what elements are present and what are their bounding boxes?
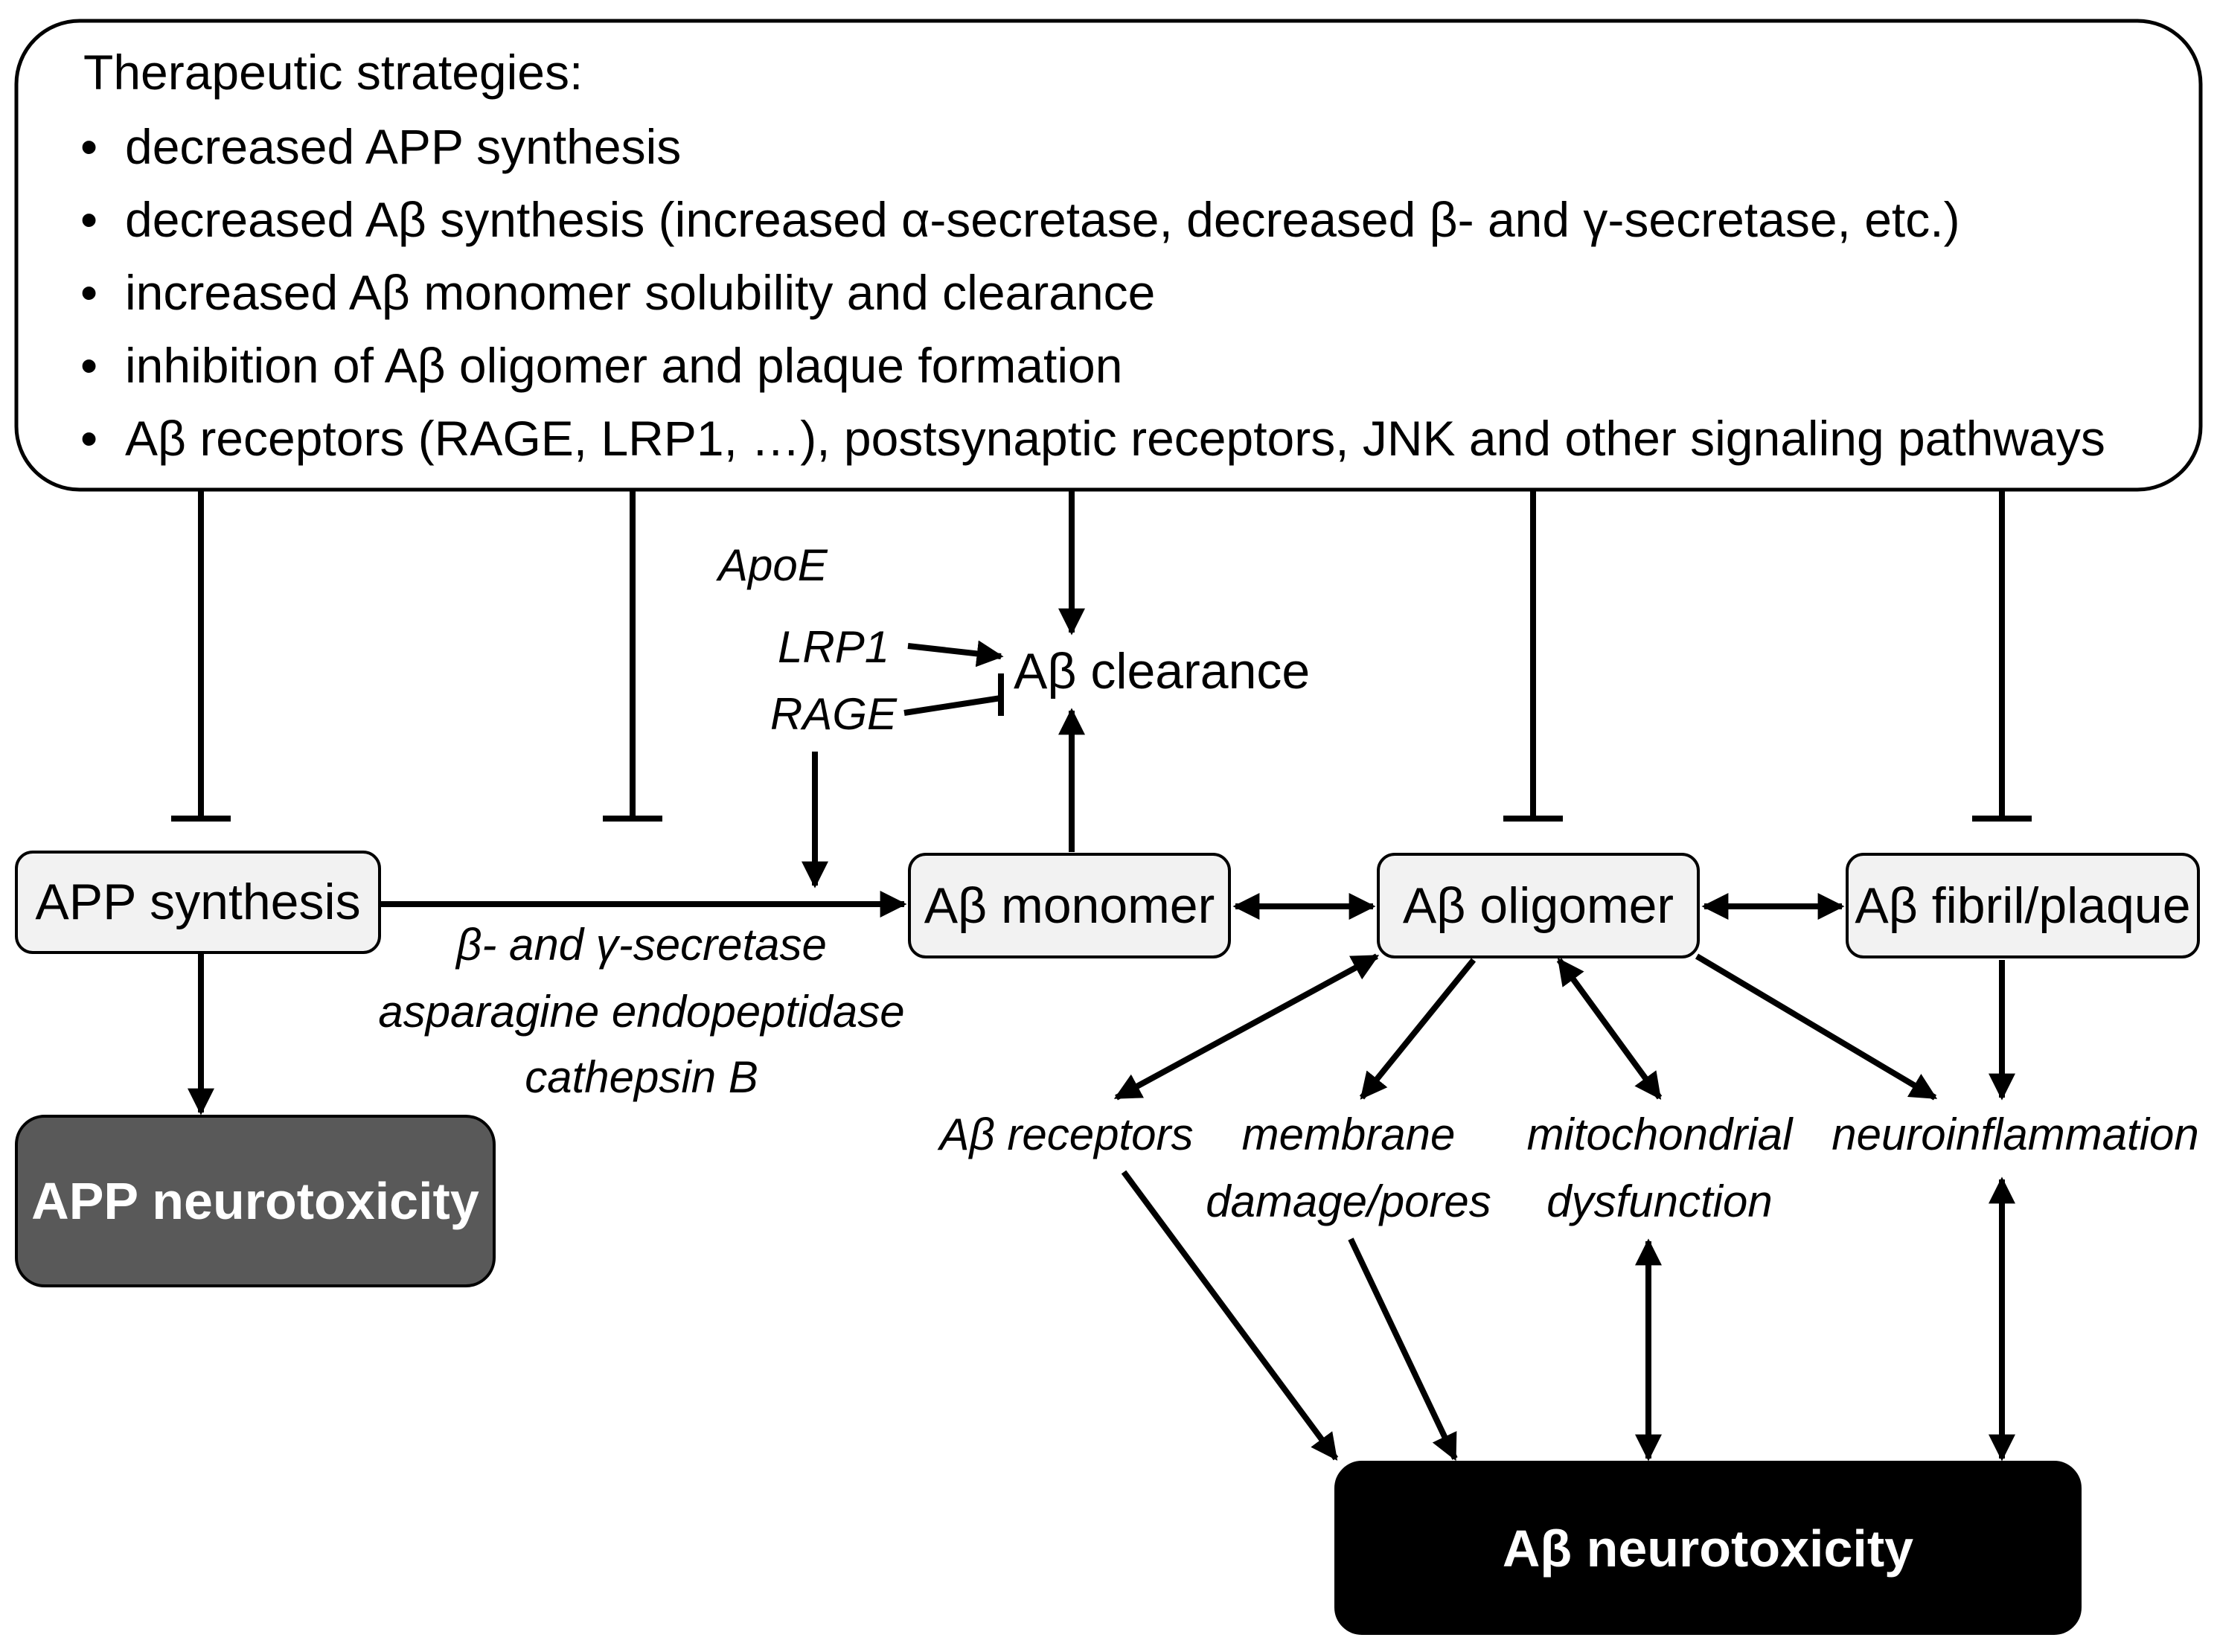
strategy-item-4: inhibition of Aβ oligomer and plaque for… bbox=[125, 338, 1122, 393]
oligomer-membrane-arrow bbox=[1359, 958, 1477, 1100]
secretase-label-3: cathepsin B bbox=[525, 1052, 758, 1102]
neuroinflammation-label: neuroinflammation bbox=[1831, 1110, 2199, 1159]
app-neurotoxicity-label: APP neurotoxicity bbox=[31, 1172, 479, 1230]
membrane-toxicity-arrow bbox=[1348, 1238, 1458, 1461]
ab-clearance-label: Aβ clearance bbox=[1014, 643, 1310, 699]
strategies-panel: Therapeutic strategies: • decreased APP … bbox=[14, 19, 2203, 492]
ab-oligomer-node: Aβ oligomer bbox=[1377, 853, 1700, 958]
ab-neurotoxicity-node: Aβ neurotoxicity bbox=[1334, 1461, 2082, 1635]
membrane-label-1: membrane bbox=[1242, 1110, 1456, 1159]
ab-monomer-label: Aβ monomer bbox=[924, 877, 1215, 934]
app-synthesis-label: APP synthesis bbox=[35, 874, 360, 930]
lrp1-to-clearance-arrow bbox=[907, 640, 1004, 667]
app-synthesis-node: APP synthesis bbox=[15, 851, 381, 954]
strategy-item-1: decreased APP synthesis bbox=[125, 119, 681, 174]
oligomer-inflammation-arrow bbox=[1695, 953, 1938, 1101]
membrane-label-2: damage/pores bbox=[1206, 1176, 1491, 1226]
secretase-label-1: β- and γ-secretase bbox=[455, 920, 827, 970]
strategy-bullet: • bbox=[80, 411, 97, 466]
ab-receptors-label: Aβ receptors bbox=[937, 1110, 1193, 1159]
strategy-bullet: • bbox=[80, 119, 97, 174]
receptors-toxicity-arrow bbox=[1121, 1170, 1339, 1461]
apoe-label: ApoE bbox=[716, 540, 828, 590]
ab-oligomer-label: Aβ oligomer bbox=[1403, 877, 1674, 934]
rage-label: RAGE bbox=[770, 689, 898, 739]
strategy-bullet: • bbox=[80, 192, 97, 247]
strategy-item-5: Aβ receptors (RAGE, LRP1, …), postsynapt… bbox=[125, 411, 2105, 466]
mito-label-1: mitochondrial bbox=[1527, 1110, 1794, 1159]
strategy-bullet: • bbox=[80, 338, 97, 393]
app-neurotoxicity-node: APP neurotoxicity bbox=[15, 1115, 496, 1287]
secretase-label-2: asparagine endopeptidase bbox=[378, 987, 904, 1037]
strategy-bullet: • bbox=[80, 265, 97, 320]
ab-neurotoxicity-label: Aβ neurotoxicity bbox=[1503, 1520, 1913, 1578]
strategies-title: Therapeutic strategies: bbox=[83, 45, 583, 100]
rage-inhibits-clearance-line bbox=[903, 695, 1002, 716]
lrp1-label: LRP1 bbox=[778, 622, 889, 672]
ab-fibril-label: Aβ fibril/plaque bbox=[1855, 877, 2190, 934]
ab-monomer-node: Aβ monomer bbox=[908, 853, 1231, 958]
mito-label-2: dysfunction bbox=[1546, 1176, 1773, 1226]
oligomer-mitochondria-arrow bbox=[1556, 958, 1663, 1100]
oligomer-receptors-arrow bbox=[1113, 953, 1380, 1101]
strategy-item-2: decreased Aβ synthesis (increased α-secr… bbox=[125, 192, 1960, 247]
strategy-item-3: increased Aβ monomer solubility and clea… bbox=[125, 265, 1155, 320]
ab-fibril-node: Aβ fibril/plaque bbox=[1846, 853, 2200, 958]
inhibition-lines bbox=[171, 491, 2032, 822]
